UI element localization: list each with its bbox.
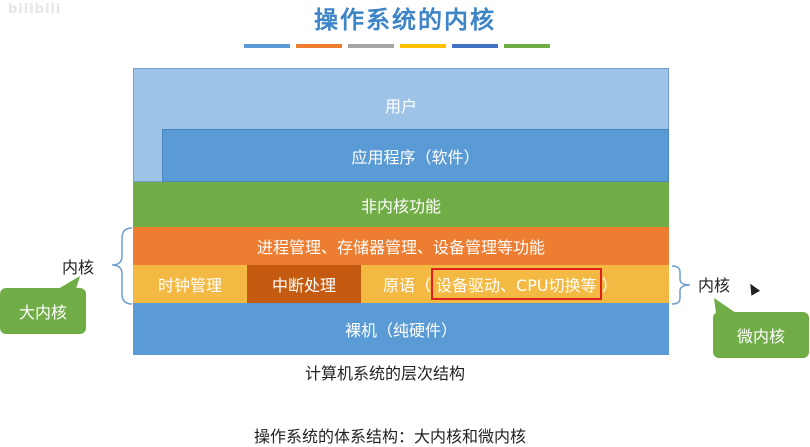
interrupt-handling-cell: 中断处理 xyxy=(247,265,361,303)
layer-hardware-label: 裸机（纯硬件） xyxy=(344,321,457,340)
layer-user-label: 用户 xyxy=(384,97,417,116)
bilibili-watermark: bilibili xyxy=(8,2,62,17)
layer-process-management: 进程管理、存储器管理、设备管理等功能 xyxy=(133,227,669,265)
micro-kernel-callout: 微内核 xyxy=(713,312,809,358)
clock-management-cell: 时钟管理 xyxy=(133,265,247,303)
macro-kernel-callout-pointer xyxy=(58,276,80,289)
macro-kernel-callout: 大内核 xyxy=(0,288,86,334)
layer-kernel-core: 时钟管理 中断处理 原语（设备驱动、CPU切换等） xyxy=(133,265,669,303)
deco-bar-6 xyxy=(504,44,550,48)
layer-non-kernel-label: 非内核功能 xyxy=(360,196,441,216)
kernel-label-left: 内核 xyxy=(62,258,95,277)
diagram-caption: 计算机系统的层次结构 xyxy=(304,364,465,383)
clock-management-label: 时钟管理 xyxy=(157,276,222,295)
interrupt-handling-label: 中断处理 xyxy=(271,276,336,295)
deco-bar-1 xyxy=(244,44,290,48)
layer-application-label: 应用程序（软件） xyxy=(351,147,480,167)
primitive-highlight: 设备驱动、CPU切换等 xyxy=(431,268,602,300)
deco-bar-3 xyxy=(348,44,394,48)
layer-application: 应用程序（软件） xyxy=(162,129,669,182)
deco-bar-5 xyxy=(452,44,498,48)
micro-kernel-callout-pointer xyxy=(714,298,736,313)
layer-hardware: 裸机（纯硬件） xyxy=(133,303,669,355)
right-brace xyxy=(671,265,691,305)
micro-kernel-label: 微内核 xyxy=(736,327,785,346)
layer-process-management-label: 进程管理、存储器管理、设备管理等功能 xyxy=(256,238,545,257)
primitive-label-prefix: 原语（ xyxy=(383,276,432,295)
slide-title: 操作系统的内核 xyxy=(314,6,496,34)
kernel-label-right: 内核 xyxy=(698,276,731,295)
bottom-caption: 操作系统的体系结构：大内核和微内核 xyxy=(253,427,526,446)
mouse-cursor-icon xyxy=(745,281,761,296)
left-brace xyxy=(111,227,133,305)
deco-bar-4 xyxy=(400,44,446,48)
primitive-label-suffix: ） xyxy=(601,276,618,295)
deco-bar-2 xyxy=(296,44,342,48)
macro-kernel-label: 大内核 xyxy=(18,303,67,322)
layer-non-kernel: 非内核功能 xyxy=(133,182,669,227)
primitive-cell: 原语（设备驱动、CPU切换等） xyxy=(361,265,669,303)
